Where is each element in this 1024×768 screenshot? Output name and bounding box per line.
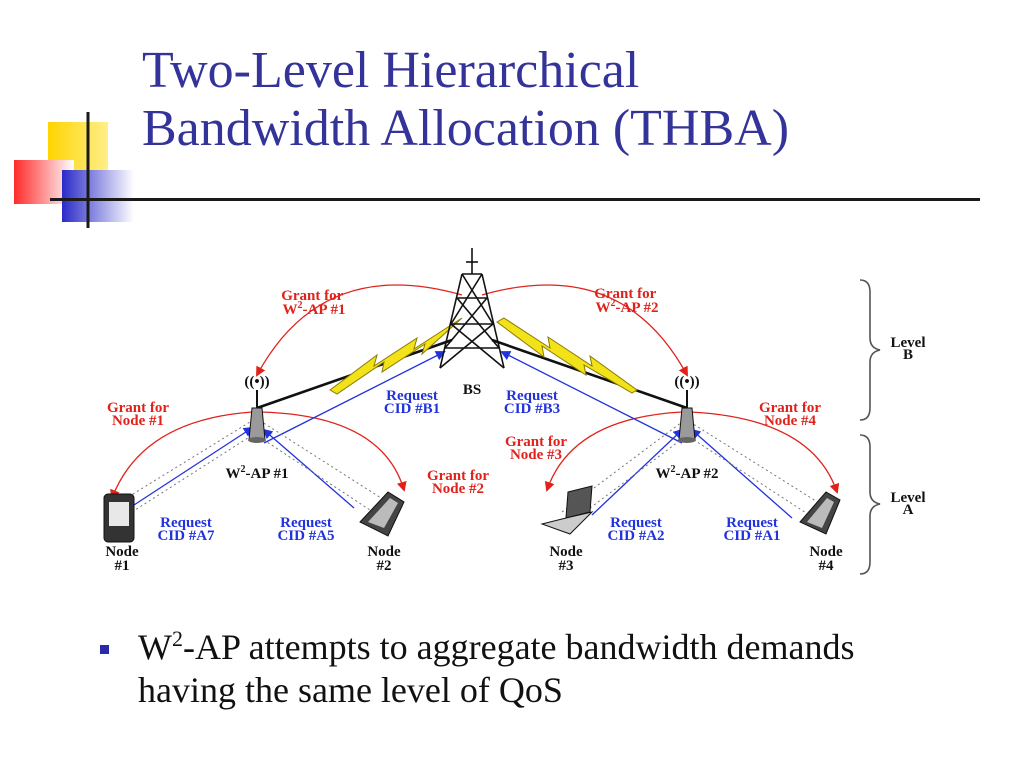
ap1-label: W2-AP #1: [226, 464, 289, 482]
grant-arc-node3: [544, 411, 683, 492]
wireless-link-right: [496, 317, 638, 394]
level-b-brace: [859, 279, 881, 421]
grant-arc-ap2: [481, 284, 688, 377]
grant-ap2-label: Grant for W2-AP #2: [594, 286, 660, 316]
node-4-phone-icon: [799, 491, 841, 535]
grant-arc-node1: [110, 411, 253, 500]
grant-ap1-label: Grant for W2-AP #1: [281, 288, 347, 318]
thba-network-diagram: ((•)) ((•)) BS W2-AP #1 W2-AP #2 Grant f…: [103, 248, 926, 575]
grant-arc-node4: [689, 411, 840, 494]
svg-text:((•)): ((•)): [244, 374, 269, 390]
request-arrow-b3: [500, 351, 683, 444]
node4-label: Node#4: [809, 544, 843, 574]
slide-title: Two-Level Hierarchical Bandwidth Allocat…: [142, 42, 789, 158]
title-line-1: Two-Level Hierarchical: [142, 42, 640, 99]
bullet-square-icon: [100, 645, 109, 654]
request-arrow-a1: [690, 428, 793, 519]
bullet-list: W2-AP attempts to aggregate bandwidth de…: [100, 626, 918, 712]
bs-label: BS: [463, 382, 481, 398]
node3-label: Node#3: [549, 544, 583, 574]
request-arrow-b1: [263, 351, 446, 444]
title-underline: [50, 198, 980, 201]
level-a-brace: [859, 434, 881, 575]
node-1-pda-icon: [103, 493, 135, 543]
title-line-2: Bandwidth Allocation (THBA): [142, 100, 790, 157]
request-arrow-a7: [133, 426, 254, 506]
wireless-link-left: [329, 317, 463, 395]
grant-arc-node2: [259, 411, 407, 492]
node2-label: Node#2: [367, 544, 401, 574]
node-3-laptop-icon: [540, 485, 594, 535]
ap2-label: W2-AP #2: [656, 464, 719, 482]
access-point-2-icon: ((•)): [674, 374, 700, 443]
node1-label: Node#1: [105, 544, 139, 574]
grant-arc-ap1: [256, 284, 463, 377]
access-point-1-icon: ((•)): [244, 374, 270, 443]
node-2-phone-icon: [359, 491, 405, 537]
blue-square: [62, 170, 134, 222]
request-arrow-a5: [262, 428, 355, 509]
bullet-item: W2-AP attempts to aggregate bandwidth de…: [100, 626, 918, 712]
svg-text:((•)): ((•)): [674, 374, 699, 390]
request-arrow-a2: [591, 428, 684, 516]
base-station-tower-icon: [439, 248, 505, 369]
title-decoration: [14, 112, 134, 228]
